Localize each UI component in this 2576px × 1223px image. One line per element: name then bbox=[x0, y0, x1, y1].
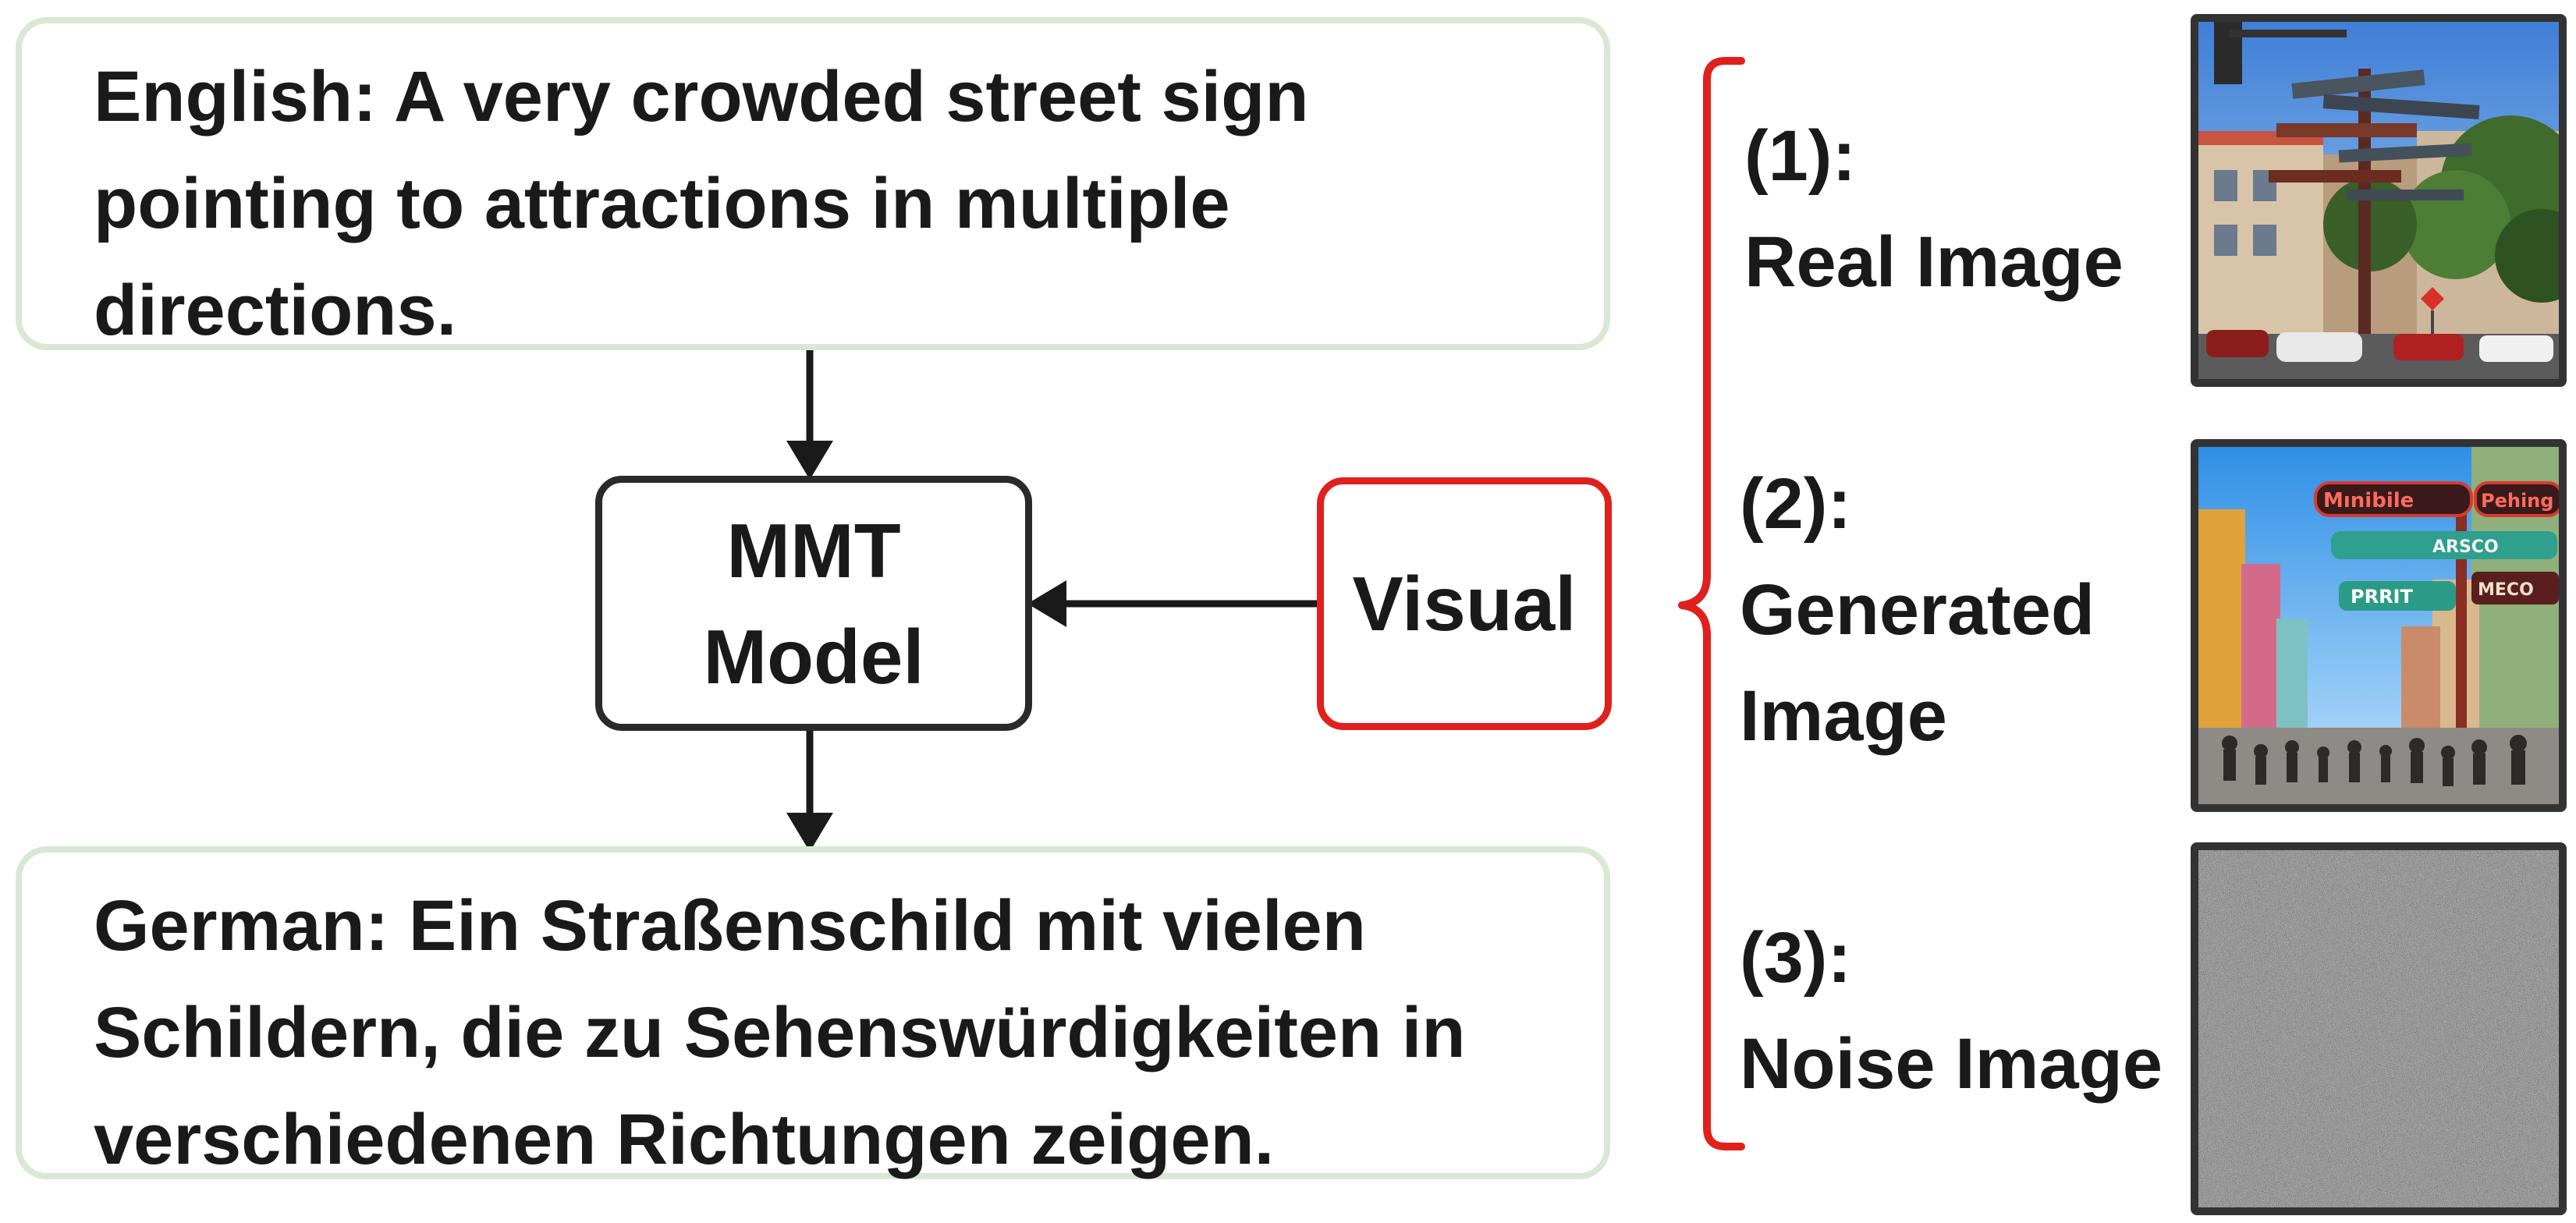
noise-image-thumbnail bbox=[2191, 842, 2567, 1215]
generated-sign-4: PRRIT bbox=[2351, 586, 2413, 608]
option-3-name: Noise Image bbox=[1740, 1024, 2163, 1104]
curly-brace bbox=[1678, 57, 1745, 1150]
option-3-label: (3): Noise Image bbox=[1740, 905, 2163, 1117]
generated-image-illustration: Mınibile Pehing ARSCO PRRIT MECO bbox=[2198, 447, 2559, 804]
real-image-thumbnail bbox=[2191, 14, 2567, 387]
generated-sign-5: MECO bbox=[2478, 580, 2534, 600]
option-1-number: (1): bbox=[1744, 116, 1857, 196]
model-label-line2: Model bbox=[703, 613, 924, 700]
visual-label: Visual bbox=[1352, 561, 1577, 647]
target-text-content: German: Ein Straßenschild mit vielen Sch… bbox=[94, 886, 1466, 1179]
option-1-label: (1): Real Image bbox=[1744, 103, 2124, 315]
source-text: English: A very crowded street sign poin… bbox=[94, 44, 1573, 364]
option-2-name-line1: Generated bbox=[1740, 570, 2095, 650]
option-3-number: (3): bbox=[1740, 918, 1852, 998]
real-image-illustration bbox=[2198, 22, 2559, 379]
arrow-source-to-model bbox=[786, 347, 833, 480]
model-label-line1: MMT bbox=[726, 507, 901, 594]
option-2-label: (2): Generated Image bbox=[1740, 451, 2095, 769]
visual-box: Visual bbox=[1317, 477, 1612, 730]
generated-sign-1: Mınibile bbox=[2323, 489, 2414, 512]
source-text-content: English: A very crowded street sign poin… bbox=[94, 57, 1309, 350]
arrow-visual-to-model bbox=[1027, 580, 1317, 627]
generated-image-thumbnail: Mınibile Pehing ARSCO PRRIT MECO bbox=[2191, 439, 2567, 812]
generated-sign-2: Pehing bbox=[2481, 490, 2553, 512]
arrow-model-to-target bbox=[786, 731, 833, 852]
option-2-number: (2): bbox=[1740, 464, 1852, 544]
target-text-box: German: Ein Straßenschild mit vielen Sch… bbox=[16, 846, 1610, 1179]
source-text-box: English: A very crowded street sign poin… bbox=[16, 17, 1610, 350]
noise-image-illustration bbox=[2198, 850, 2559, 1207]
generated-sign-3: ARSCO bbox=[2432, 537, 2499, 557]
mmt-model-box: MMT Model bbox=[595, 476, 1032, 731]
target-text: German: Ein Straßenschild mit vielen Sch… bbox=[94, 873, 1573, 1193]
option-2-name-line2: Image bbox=[1740, 676, 1947, 756]
option-1-name: Real Image bbox=[1744, 222, 2124, 302]
